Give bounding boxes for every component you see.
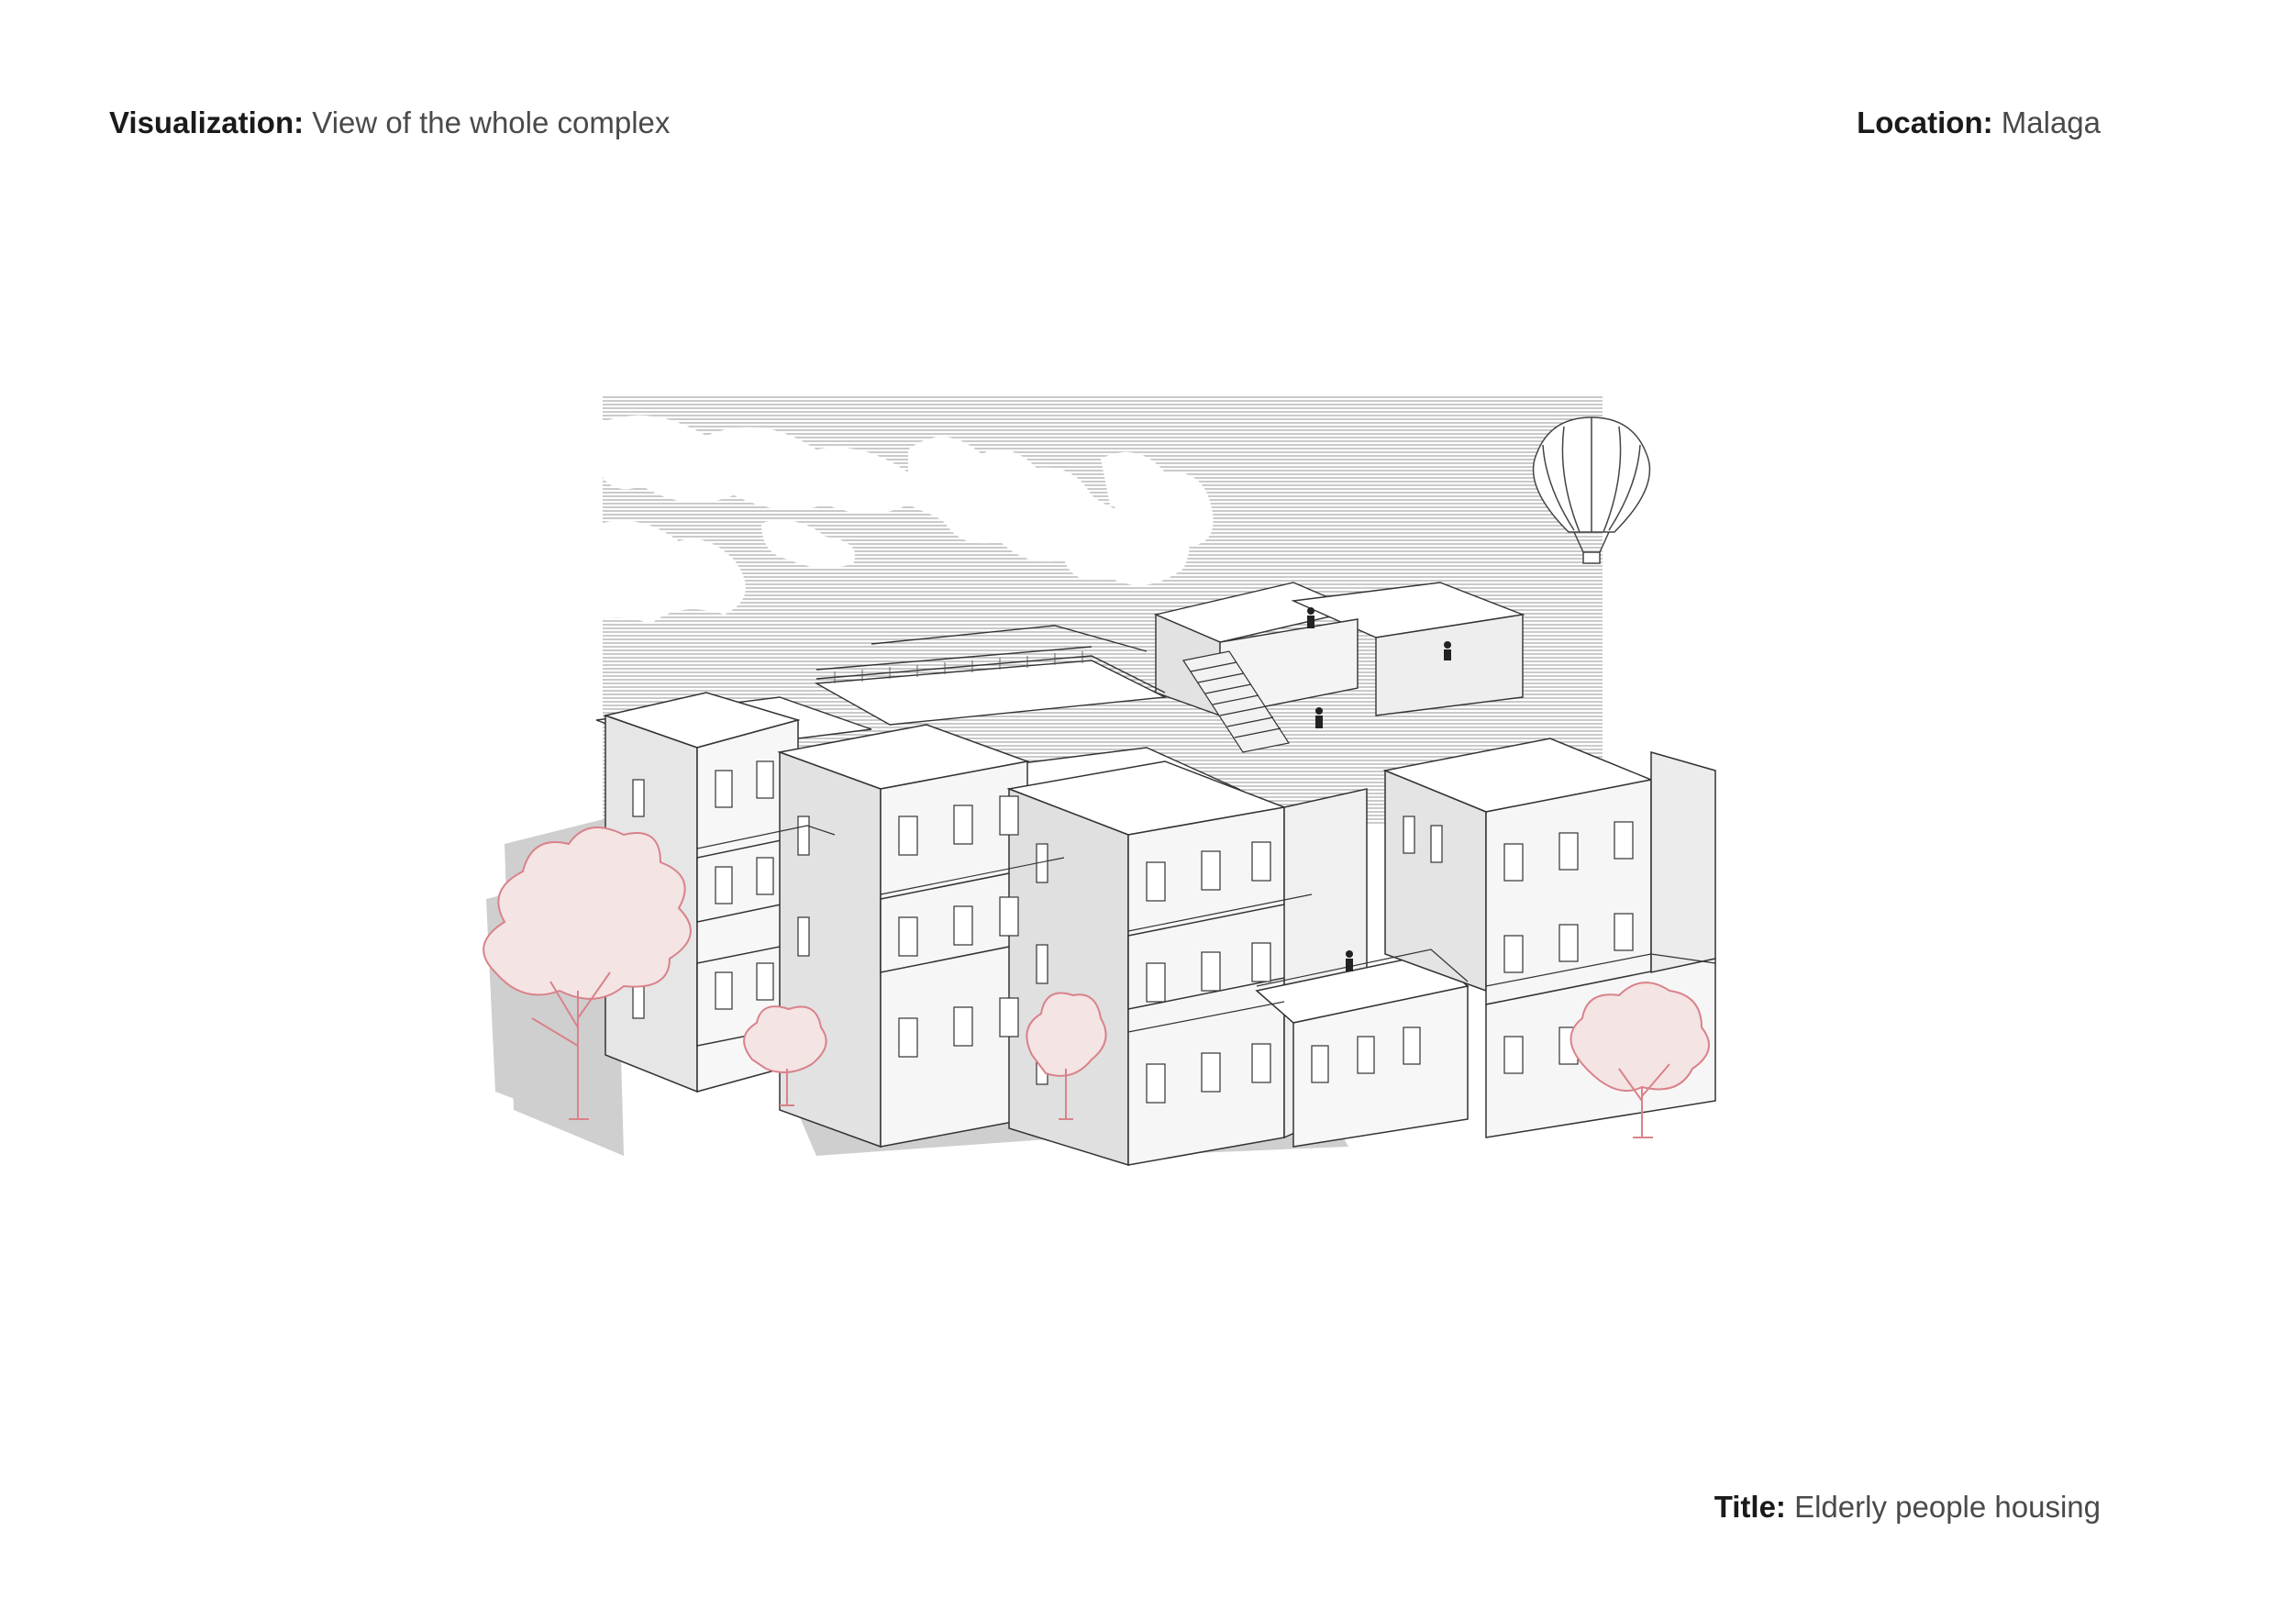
title-value: Elderly people housing <box>1794 1490 2101 1524</box>
tree-small-1 <box>743 1005 827 1106</box>
title-caption: Title: Elderly people housing <box>1714 1490 2101 1525</box>
person-figure <box>1315 707 1323 728</box>
tree-large-left <box>482 827 692 1120</box>
people <box>1307 607 1451 971</box>
person-figure <box>1444 641 1451 660</box>
balcony-railings <box>696 825 1716 1033</box>
central-stair <box>1182 650 1290 753</box>
tree-small-2 <box>1026 992 1107 1120</box>
clouds <box>603 415 1214 624</box>
visualization-label: Visualization: <box>109 105 305 139</box>
person-figure <box>1307 607 1314 628</box>
location-caption: Location: Malaga <box>1857 105 2101 140</box>
location-label: Location: <box>1857 105 1993 139</box>
railings <box>834 651 1083 683</box>
visualization-caption: Visualization: View of the whole complex <box>109 105 670 140</box>
title-label: Title: <box>1714 1490 1786 1524</box>
tree-right <box>1569 982 1710 1138</box>
axonometric-drawing <box>482 394 1716 1167</box>
person-figure <box>1346 950 1353 971</box>
trees <box>482 827 1710 1138</box>
block-court <box>1255 788 1470 1148</box>
hot-air-balloon-icon <box>1532 416 1651 564</box>
visualization-value: View of the whole complex <box>312 105 671 139</box>
location-value: Malaga <box>2001 105 2101 139</box>
